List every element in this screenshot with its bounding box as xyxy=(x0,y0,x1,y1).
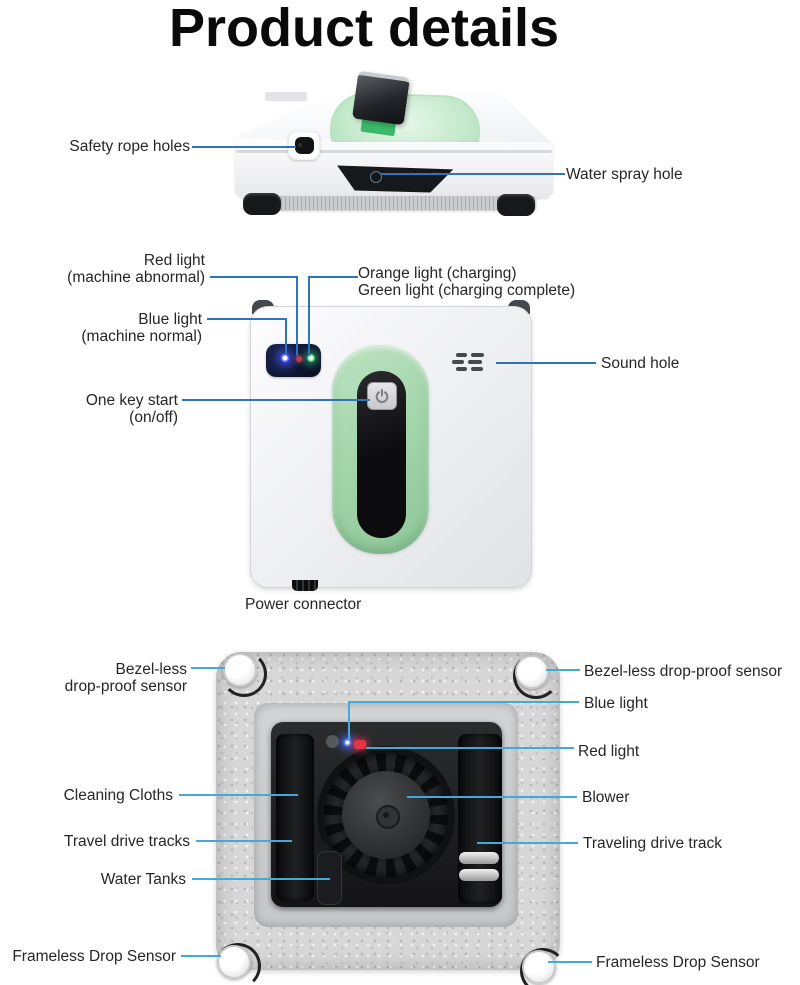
callout-line xyxy=(192,146,296,148)
bottom-blue-led xyxy=(343,738,352,747)
track-highlight xyxy=(459,852,499,864)
label-blue-light-bottom: Blue light xyxy=(584,695,648,712)
callout-line xyxy=(496,362,596,364)
body-seam xyxy=(236,150,552,153)
drop-sensor-bottom-right xyxy=(522,950,556,984)
callout-line xyxy=(348,701,350,741)
callout-line xyxy=(207,318,287,320)
label-frameless-drop-sensor-right: Frameless Drop Sensor xyxy=(596,954,760,971)
water-spray-panel xyxy=(337,165,454,193)
drop-sensor-top-right xyxy=(515,655,549,689)
label-red-light: Red light (machine abnormal) xyxy=(67,252,205,286)
callout-line xyxy=(192,878,330,880)
callout-line xyxy=(179,794,298,796)
callout-line xyxy=(477,842,578,844)
label-safety-rope-holes: Safety rope holes xyxy=(69,138,190,155)
label-traveling-drive-track: Traveling drive track xyxy=(583,835,722,852)
callout-line xyxy=(296,276,298,356)
power-connector xyxy=(292,580,318,591)
power-icon xyxy=(375,389,389,403)
green-led xyxy=(307,354,315,362)
bottom-red-led xyxy=(354,740,366,749)
track-highlight xyxy=(459,869,499,881)
label-bezel-less-left: Bezel-less drop-proof sensor xyxy=(64,661,187,695)
label-water-tanks: Water Tanks xyxy=(100,871,186,888)
water-spray-hole xyxy=(370,171,382,183)
red-led xyxy=(296,356,302,362)
label-orange-green-light: Orange light (charging) Green light (cha… xyxy=(358,265,576,299)
foot-wheel-left xyxy=(243,193,281,215)
label-travel-drive-tracks: Travel drive tracks xyxy=(63,833,190,850)
label-red-light-bottom: Red light xyxy=(578,743,640,760)
label-bezel-less-right: Bezel-less drop-proof sensor xyxy=(584,663,783,680)
safety-rope-hole xyxy=(295,137,314,154)
callout-line xyxy=(308,276,310,356)
callout-line xyxy=(210,276,298,278)
callout-line xyxy=(546,669,580,671)
label-sound-hole: Sound hole xyxy=(601,355,680,372)
bottom-brush-strip xyxy=(258,196,536,210)
callout-line xyxy=(407,796,577,798)
label-one-key-start: One key start (on/off) xyxy=(85,392,178,426)
page-title: Product details xyxy=(168,0,560,58)
drop-sensor-bottom-left xyxy=(217,945,251,979)
top-sticker xyxy=(265,92,307,101)
label-blower: Blower xyxy=(582,789,630,806)
blower-fan-hub xyxy=(376,805,400,829)
callout-line xyxy=(182,399,370,401)
callout-line xyxy=(310,276,358,278)
label-blue-light: Blue light (machine normal) xyxy=(81,311,202,345)
callout-line xyxy=(191,667,225,669)
callout-line xyxy=(366,747,574,749)
callout-line xyxy=(348,701,579,703)
label-frameless-drop-sensor-left: Frameless Drop Sensor xyxy=(12,948,176,965)
corner-mark xyxy=(513,653,559,699)
label-water-spray-hole: Water spray hole xyxy=(566,166,683,183)
label-power-connector: Power connector xyxy=(245,596,362,613)
blue-led xyxy=(280,353,290,363)
blower-fan-center xyxy=(383,812,389,818)
power-button xyxy=(367,382,397,410)
handle xyxy=(351,70,411,126)
drop-sensor-top-left xyxy=(223,653,257,687)
callout-line xyxy=(196,840,292,842)
drive-track-left xyxy=(276,734,314,901)
foot-wheel-right xyxy=(497,194,535,216)
callout-line xyxy=(285,318,287,354)
callout-line xyxy=(181,955,221,957)
corner-mark xyxy=(215,943,261,985)
callout-line xyxy=(381,173,565,175)
sensor-dot xyxy=(326,735,339,748)
corner-mark xyxy=(221,651,267,697)
label-cleaning-cloths: Cleaning Cloths xyxy=(63,787,173,804)
corner-mark xyxy=(520,948,566,985)
callout-line xyxy=(548,961,592,963)
